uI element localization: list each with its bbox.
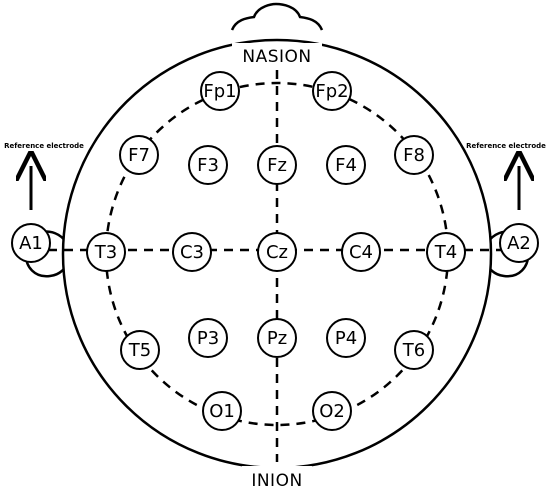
electrode-Cz: Cz: [257, 232, 297, 272]
electrode-T4: T4: [426, 232, 466, 272]
electrode-F3: F3: [188, 145, 228, 185]
electrode-P4: P4: [326, 318, 366, 358]
electrode-F8: F8: [394, 135, 434, 175]
electrode-label-F8: F8: [403, 145, 425, 166]
electrode-label-A1: A1: [19, 233, 43, 254]
electrode-P3: P3: [188, 318, 228, 358]
electrode-label-F3: F3: [197, 155, 219, 176]
electrode-label-T3: T3: [94, 242, 117, 263]
electrode-label-F7: F7: [128, 145, 150, 166]
electrode-C3: C3: [172, 232, 212, 272]
electrode-O1: O1: [202, 391, 242, 431]
electrode-label-F4: F4: [335, 155, 357, 176]
electrode-F7: F7: [119, 135, 159, 175]
reference-label-right: Reference electrode: [466, 142, 546, 150]
electrode-Fz: Fz: [257, 145, 297, 185]
electrode-Pz: Pz: [257, 318, 297, 358]
nasion-label: NASION: [242, 47, 311, 67]
electrode-label-Fp2: Fp2: [315, 81, 348, 102]
electrode-label-P3: P3: [197, 328, 219, 349]
inion-bg: [242, 466, 312, 494]
electrode-A1: A1: [11, 223, 51, 263]
electrode-label-T5: T5: [128, 340, 151, 361]
nasion-bg: [232, 43, 322, 67]
electrode-F4: F4: [326, 145, 366, 185]
electrode-T3: T3: [86, 232, 126, 272]
electrode-label-P4: P4: [335, 328, 357, 349]
electrode-label-Fz: Fz: [267, 155, 287, 176]
nose-shape: [230, 2, 324, 31]
electrode-label-T4: T4: [434, 242, 457, 263]
electrode-label-O2: O2: [319, 401, 345, 422]
reference-label-left: Reference electrode: [4, 142, 84, 150]
electrode-Fp1: Fp1: [200, 71, 240, 111]
electrode-label-C3: C3: [180, 242, 204, 263]
electrode-label-Pz: Pz: [267, 328, 287, 349]
electrode-label-Cz: Cz: [266, 242, 288, 263]
electrode-label-T6: T6: [402, 340, 425, 361]
electrode-label-A2: A2: [507, 233, 531, 254]
electrode-label-O1: O1: [209, 401, 235, 422]
electrode-C4: C4: [341, 232, 381, 272]
electrode-A2: A2: [499, 223, 539, 263]
electrode-Fp2: Fp2: [312, 71, 352, 111]
electrode-label-Fp1: Fp1: [203, 81, 236, 102]
electrode-label-C4: C4: [349, 242, 373, 263]
inion-label: INION: [251, 471, 302, 491]
electrode-T6: T6: [394, 330, 434, 370]
electrode-T5: T5: [120, 330, 160, 370]
electrode-O2: O2: [312, 391, 352, 431]
